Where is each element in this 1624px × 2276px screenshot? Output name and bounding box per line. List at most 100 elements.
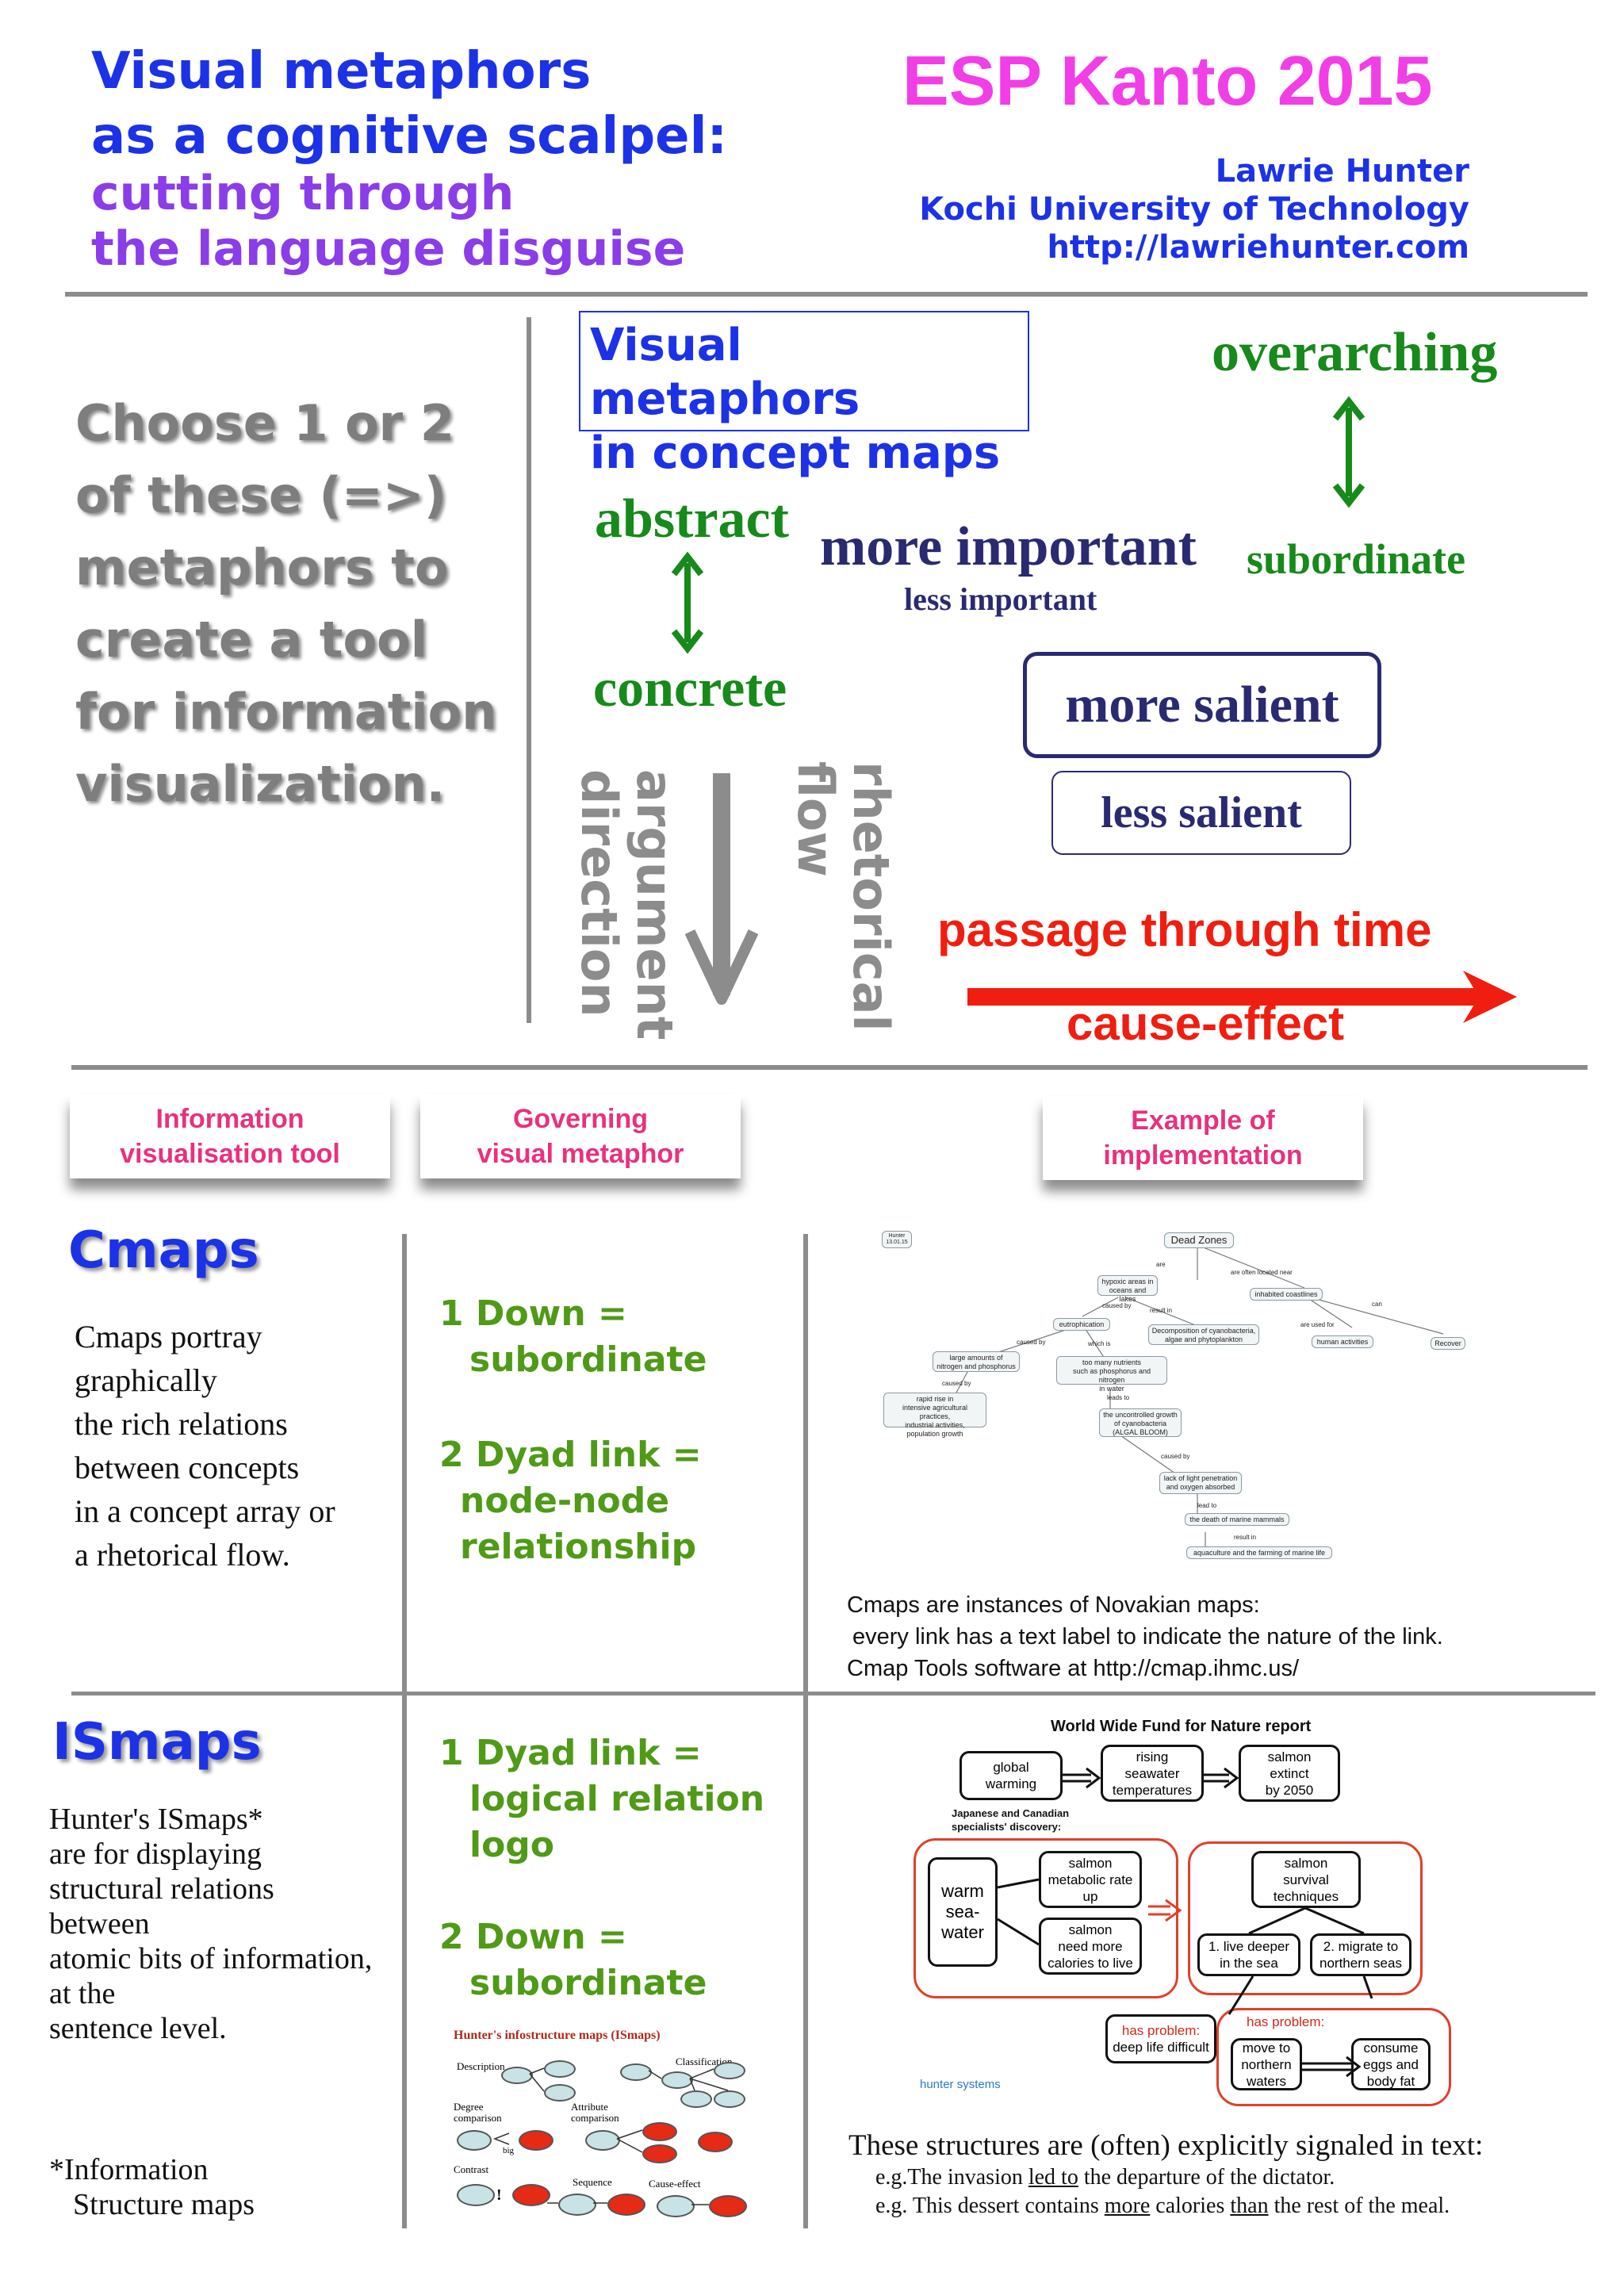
cmap-link-label: caused by [942, 1380, 971, 1387]
cmap-link-label: caused by [1102, 1302, 1132, 1309]
cmap-node: inhabited coastlines [1250, 1288, 1323, 1301]
ismaps-legend-oval [709, 2195, 747, 2217]
ismap-node-line: warm [941, 1881, 984, 1901]
signal-text: the rest of the meal. [1268, 2194, 1450, 2218]
cmap-node-line: Decomposition of cyanobacteria, [1151, 1327, 1256, 1335]
label-less-important: less important [904, 581, 1097, 617]
label-cause-effect: cause-effect [1067, 997, 1345, 1050]
cmaps-metaphor-1-line-2: subordinate [469, 1339, 707, 1380]
cmaps-metaphor-1-line-1: 1 Down = [439, 1293, 627, 1334]
ismaps-description-line: sentence level. [49, 2012, 227, 2045]
cmap-node-line: lack of light penetration [1163, 1474, 1238, 1482]
ismap-node-line: northern seas [1320, 1956, 1402, 1971]
cmap-node-line: of cyanobacteria [1113, 1420, 1167, 1427]
ismap-group-frame [1216, 2008, 1451, 2106]
cmap-node-line: nitrogen and phosphorus [936, 1362, 1016, 1370]
author-url[interactable]: http://lawriehunter.com [1047, 229, 1469, 266]
label-less-salient: less salient [1101, 788, 1302, 837]
ismap-node-line: seawater [1124, 1765, 1180, 1781]
cmap-link-label: can [1372, 1301, 1382, 1308]
ismap-node-line: in the sea [1220, 1956, 1278, 1971]
cmap-link-label: are used for [1300, 1321, 1335, 1328]
cmap-node: Decomposition of cyanobacteria,algae and… [1148, 1324, 1259, 1345]
label-passage-through-time: passage through time [937, 903, 1432, 956]
ismaps-signal-example-2: e.g. This dessert contains more calories… [875, 2192, 1450, 2220]
divider-top [65, 292, 1588, 297]
signal-word: led to [1028, 2165, 1078, 2190]
subtitle-line-2: the language disguise [91, 221, 686, 277]
ismaps-legend-title: Hunter's infostructure maps (ISmaps) [454, 2029, 661, 2042]
conference-title: ESP Kanto 2015 [902, 41, 1433, 120]
title-line-2: as a cognitive scalpel: [91, 107, 728, 166]
ismap-node-line: calories to live [1048, 1955, 1133, 1971]
ismaps-signals-heading: These structures are (often) explicitly … [848, 2129, 1484, 2162]
cmap-node-line: the uncontrolled growth [1103, 1411, 1178, 1419]
instruction-line: visualization. [75, 755, 446, 813]
down-arrow-icon [684, 773, 759, 1005]
ismaps-signal-example-1: e.g.The invasion led to the departure of… [875, 2163, 1335, 2192]
ismap-node-line: waters [1246, 2073, 1287, 2089]
header-tool-line-2: visualisation tool [120, 1139, 340, 1169]
metaphors-box: Visual metaphors in concept maps [579, 311, 1029, 479]
title-line-1: Visual metaphors [91, 42, 592, 101]
label-abstract: abstract [595, 489, 789, 550]
ismaps-metaphor-2-line-2: subordinate [469, 1963, 707, 2003]
rhetorical-line-2: flow [787, 761, 845, 877]
ismap-node-line: 2. migrate to [1323, 1939, 1399, 1954]
cmaps-metaphor-2-line-3: relationship [460, 1527, 697, 1567]
ismaps-metaphor-1-line-2: logical relation [469, 1779, 765, 1819]
ismaps-description-line: are for displaying [49, 1837, 262, 1871]
ismap-specialists-line: Japanese and Canadian [952, 1807, 1070, 1819]
cmap-corner-line: Hunter [888, 1233, 906, 1239]
ismaps-legend-line: comparison [571, 2112, 619, 2124]
author-name: Lawrie Hunter [1215, 153, 1469, 190]
cmap-node-line: (ALGAL BLOOM) [1113, 1428, 1168, 1436]
cmap-node: eutrophication [1053, 1318, 1110, 1331]
ismaps-legend-oval [607, 2194, 645, 2216]
cmaps-description-line: the rich relations [75, 1406, 288, 1442]
cmap-node-line: large amounts of [949, 1354, 1003, 1362]
cmap-link-label: caused by [1161, 1453, 1190, 1460]
ismap-node-line: global [993, 1760, 1029, 1775]
ismaps-legend-oval [512, 2184, 550, 2206]
ismaps-description-line: atomic bits of information, [49, 1942, 373, 1975]
instructions: Choose 1 or 2 of these (=>) metaphors to… [75, 387, 496, 820]
ismaps-legend-label: Sequence [573, 2176, 612, 2188]
ismap-arrows [997, 1767, 1373, 2078]
cmap-corner-line: 13.01.15 [886, 1240, 908, 1245]
signal-text: the departure of the dictator. [1078, 2165, 1335, 2190]
ismaps-metaphor-2-line-1: 2 Down = [439, 1917, 627, 1957]
ismaps-legend-oval [544, 2060, 576, 2078]
ismaps-legend-line: comparison [454, 2112, 502, 2124]
cmap-link-label: which is [1088, 1340, 1111, 1347]
signal-text: e.g.The invasion [875, 2165, 1028, 2190]
ismap-node-line: metabolic rate [1048, 1872, 1133, 1887]
ismap-example-title: World Wide Fund for Nature report [1051, 1718, 1312, 1735]
ismaps-legend-oval [714, 2062, 745, 2079]
metaphors-box-line-2: in concept maps [590, 427, 1001, 479]
svg-text:!: ! [496, 2186, 502, 2204]
cmaps-metaphor-2-line-2: node-node [460, 1481, 670, 1521]
ismaps-legend-oval [544, 2084, 576, 2102]
cmaps-description-line: a rhetorical flow. [75, 1537, 290, 1573]
ismaps-legend-label: Description [457, 2060, 505, 2072]
ismap-node-line: up [1082, 1888, 1098, 1904]
double-arrow-icon [671, 551, 704, 654]
instruction-line: metaphors to [75, 538, 449, 596]
ismap-node-line: water [941, 1922, 984, 1942]
signal-text: calories [1150, 2194, 1231, 2218]
ismap-node-line: consume [1363, 2040, 1419, 2056]
ismap-node-line: salmon [1068, 1922, 1113, 1937]
